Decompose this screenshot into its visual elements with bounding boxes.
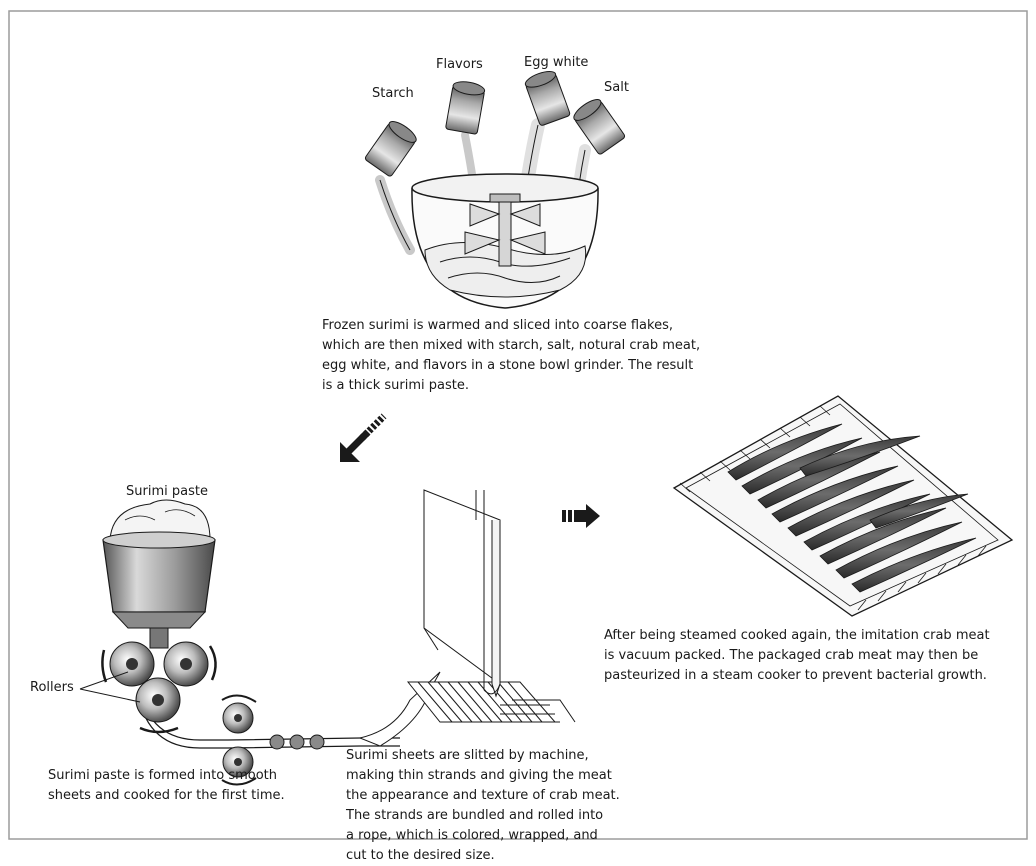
caption-line: sheets and cooked for the first time. [48,786,285,806]
caption-line: the appearance and texture of crab meat. [346,786,620,806]
caption-mixing: Frozen surimi is warmed and sliced into … [322,316,700,396]
label-egg-white: Egg white [524,55,588,70]
slitting-machine-illustration [360,490,575,746]
caption-line: is a thick surimi paste. [322,376,700,396]
caption-slitting: Surimi sheets are slitted by machine, ma… [346,746,620,866]
right-arrow-icon [562,504,600,528]
mixing-bowl-illustration [364,68,625,308]
roller [136,678,180,722]
vacuum-package-illustration [674,396,1012,616]
caption-forming: Surimi paste is formed into smooth sheet… [48,766,285,806]
caption-line: making thin strands and giving the meat [346,766,620,786]
caption-line: Frozen surimi is warmed and sliced into … [322,316,700,336]
caption-line: The strands are bundled and rolled into [346,806,620,826]
caption-line: Surimi paste is formed into smooth [48,766,285,786]
roller [164,642,208,686]
label-salt: Salt [604,80,629,95]
label-flavors: Flavors [436,57,483,72]
caption-line: egg white, and flavors in a stone bowl g… [322,356,700,376]
caption-line: a rope, which is colored, wrapped, and [346,826,620,846]
label-rollers: Rollers [30,680,74,695]
caption-line: which are then mixed with starch, salt, … [322,336,700,356]
caption-line: pasteurized in a steam cooker to prevent… [604,666,990,686]
caption-line: After being steamed cooked again, the im… [604,626,990,646]
caption-line: Surimi sheets are slitted by machine, [346,746,620,766]
down-left-arrow-icon [340,416,384,462]
label-starch: Starch [372,86,414,101]
caption-packing: After being steamed cooked again, the im… [604,626,990,686]
hopper-and-rollers-illustration [80,500,400,785]
roller [110,642,154,686]
starch-can [364,118,419,250]
label-surimi-paste: Surimi paste [126,484,208,499]
caption-line: is vacuum packed. The packaged crab meat… [604,646,990,666]
caption-line: cut to the desired size. [346,846,620,866]
roller [223,703,253,733]
